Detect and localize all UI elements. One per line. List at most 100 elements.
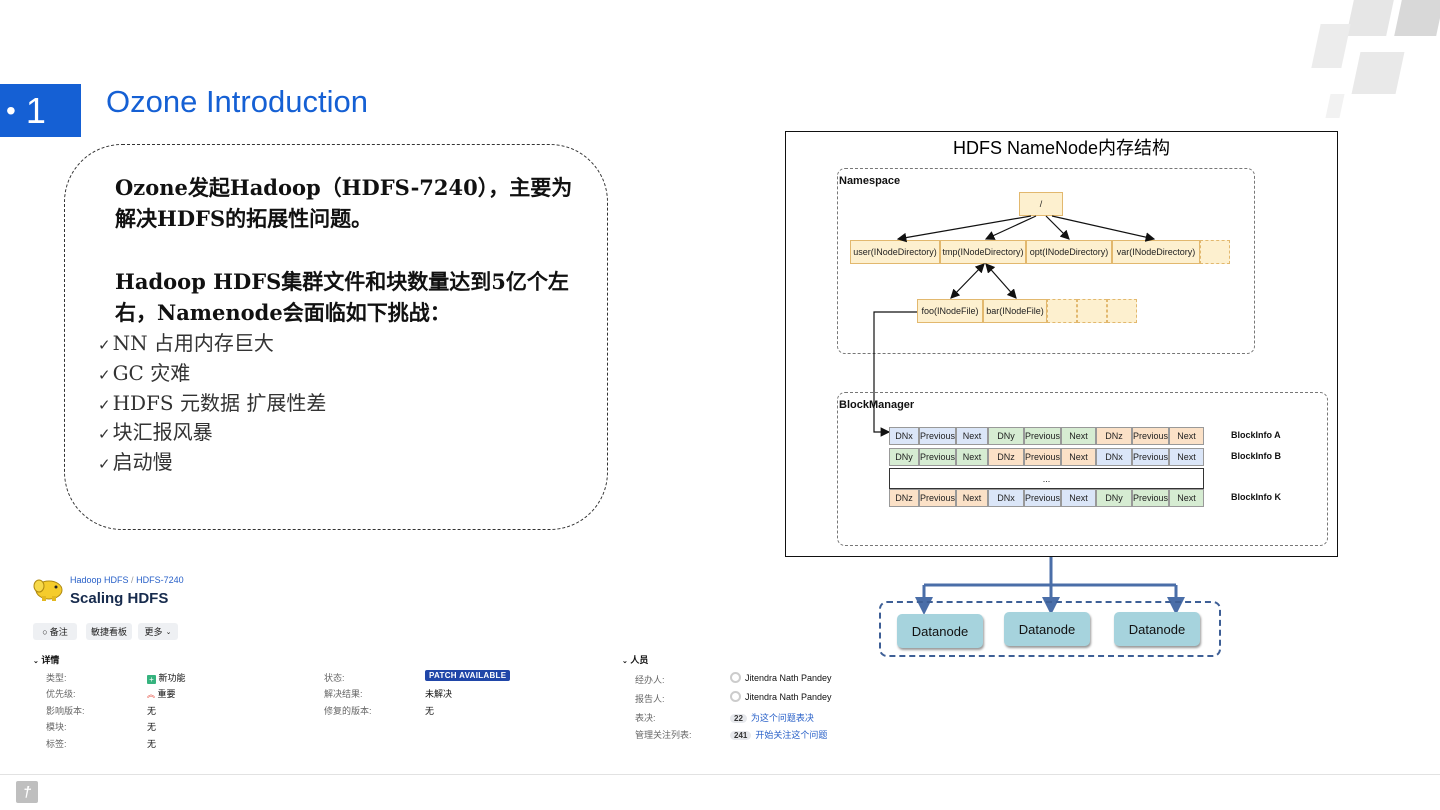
block-cell: DNx bbox=[1096, 448, 1132, 466]
assignee-label: 经办人: bbox=[635, 675, 665, 685]
block-cell: Next bbox=[1169, 427, 1204, 445]
reporter-label: 报告人: bbox=[635, 694, 665, 704]
block-cell: DNy bbox=[988, 427, 1024, 445]
agile-board-button[interactable]: 敏捷看板 bbox=[86, 623, 132, 640]
details-header[interactable]: ⌄ 详情 bbox=[33, 655, 60, 665]
check-icon: ✓ bbox=[98, 455, 111, 473]
check-icon: ✓ bbox=[98, 396, 111, 414]
status-badge[interactable]: PATCH AVAILABLE bbox=[425, 670, 511, 681]
file-node: bar(INodeFile) bbox=[983, 299, 1047, 323]
slide-title: Ozone Introduction bbox=[106, 84, 368, 119]
priority-value: ︽ 重要 bbox=[147, 689, 176, 699]
comment-icon: ○ bbox=[42, 626, 48, 637]
section-badge: • 1 bbox=[0, 84, 81, 137]
blockinfo-label: BlockInfo K bbox=[1231, 492, 1282, 502]
labels-value: 无 bbox=[147, 739, 157, 749]
checklist-item: ✓GC 灾难 bbox=[98, 361, 191, 385]
block-cell: Next bbox=[1061, 448, 1096, 466]
fix-version-value: 无 bbox=[425, 706, 435, 716]
affects-version-label: 影响版本: bbox=[46, 706, 85, 716]
dir-node: opt(INodeDirectory) bbox=[1026, 240, 1112, 264]
empty-slot bbox=[1200, 240, 1230, 264]
namespace-label: Namespace bbox=[839, 175, 901, 187]
component-label: 模块: bbox=[46, 722, 67, 732]
avatar bbox=[730, 672, 741, 683]
checklist-item: ✓块汇报风暴 bbox=[98, 420, 213, 444]
challenge-paragraph: Hadoop HDFS集群文件和块数量达到5亿个左右，Namenode会面临如下… bbox=[115, 269, 569, 325]
people-header[interactable]: ⌄ 人员 bbox=[622, 655, 649, 665]
votes-count: 22 bbox=[730, 714, 747, 723]
affects-version-value: 无 bbox=[147, 706, 157, 716]
block-cell: Previous bbox=[919, 448, 956, 466]
intro-paragraph: Ozone发起Hadoop（HDFS-7240），主要为解决HDFS的拓展性问题… bbox=[115, 175, 573, 231]
check-icon: ✓ bbox=[98, 336, 111, 354]
section-number: 1 bbox=[25, 89, 46, 131]
datanode-box: Datanode bbox=[897, 614, 983, 648]
empty-slot bbox=[1077, 299, 1107, 323]
avatar bbox=[730, 691, 741, 702]
blockmanager-box bbox=[837, 392, 1328, 546]
block-cell: Next bbox=[1169, 489, 1204, 507]
type-value: + 新功能 bbox=[147, 671, 186, 684]
reporter-value[interactable]: Jitendra Nath Pandey bbox=[730, 691, 832, 702]
block-cell: DNx bbox=[889, 427, 919, 445]
assignee-value[interactable]: Jitendra Nath Pandey bbox=[730, 672, 832, 683]
checklist-item: ✓NN 占用内存巨大 bbox=[98, 331, 274, 355]
corner-decoration bbox=[1351, 52, 1405, 94]
watchers-label: 管理关注列表: bbox=[635, 730, 692, 740]
breadcrumb-issue-link[interactable]: HDFS-7240 bbox=[136, 575, 184, 585]
checklist-item: ✓HDFS 元数据 扩展性差 bbox=[98, 391, 327, 415]
datanode-group bbox=[879, 601, 1221, 657]
namenode-diagram: HDFS NameNode内存结构 Namespace / user(INode… bbox=[785, 131, 1338, 557]
corner-decoration bbox=[1311, 24, 1351, 68]
check-icon: ✓ bbox=[98, 366, 111, 384]
blockinfo-label: BlockInfo A bbox=[1231, 430, 1281, 440]
priority-major-icon: ︽ bbox=[147, 690, 155, 699]
footer-divider bbox=[0, 774, 1440, 775]
project-avatar-icon[interactable] bbox=[32, 577, 64, 603]
block-cell: Previous bbox=[1132, 448, 1169, 466]
block-cell: Next bbox=[1061, 427, 1096, 445]
fix-version-label: 修复的版本: bbox=[324, 706, 372, 716]
check-icon: ✓ bbox=[98, 425, 111, 443]
block-cell: Previous bbox=[1132, 489, 1169, 507]
namespace-box bbox=[837, 168, 1255, 354]
block-cell: Next bbox=[1169, 448, 1204, 466]
resolution-value: 未解决 bbox=[425, 689, 453, 699]
block-cell: Previous bbox=[1024, 427, 1061, 445]
block-cell: Next bbox=[1061, 489, 1096, 507]
new-feature-icon: + bbox=[147, 675, 156, 684]
chevron-down-icon: ⌄ bbox=[165, 628, 172, 636]
component-value: 无 bbox=[147, 722, 157, 732]
resolution-label: 解决结果: bbox=[324, 689, 363, 699]
dir-node: user(INodeDirectory) bbox=[850, 240, 940, 264]
comment-button[interactable]: ○备注 bbox=[33, 623, 77, 640]
blockinfo-label: BlockInfo B bbox=[1231, 451, 1282, 461]
labels-label: 标签: bbox=[46, 739, 67, 749]
file-node: foo(INodeFile) bbox=[917, 299, 983, 323]
chevron-down-icon: ⌄ bbox=[622, 658, 628, 665]
block-cell: DNz bbox=[889, 489, 919, 507]
more-button[interactable]: 更多⌄ bbox=[138, 623, 178, 640]
checklist-item: ✓启动慢 bbox=[98, 450, 173, 474]
block-cell: DNx bbox=[988, 489, 1024, 507]
root-node: / bbox=[1019, 192, 1063, 216]
datanode-box: Datanode bbox=[1004, 612, 1090, 646]
block-cell: Previous bbox=[919, 427, 956, 445]
namespace-arrows bbox=[873, 215, 1156, 437]
block-cell: DNz bbox=[988, 448, 1024, 466]
type-label: 类型: bbox=[46, 673, 67, 683]
corner-decoration bbox=[1325, 94, 1345, 118]
breadcrumb-project-link[interactable]: Hadoop HDFS bbox=[70, 575, 129, 585]
bullet-icon: • bbox=[6, 94, 16, 126]
block-cell: Previous bbox=[919, 489, 956, 507]
block-cell: Next bbox=[956, 427, 988, 445]
dir-node: tmp(INodeDirectory) bbox=[940, 240, 1026, 264]
block-cell: Previous bbox=[1024, 489, 1061, 507]
votes-label: 表决: bbox=[635, 713, 656, 723]
blockmanager-label: BlockManager bbox=[839, 399, 915, 411]
block-cell: Next bbox=[956, 489, 988, 507]
dir-node: var(INodeDirectory) bbox=[1112, 240, 1200, 264]
